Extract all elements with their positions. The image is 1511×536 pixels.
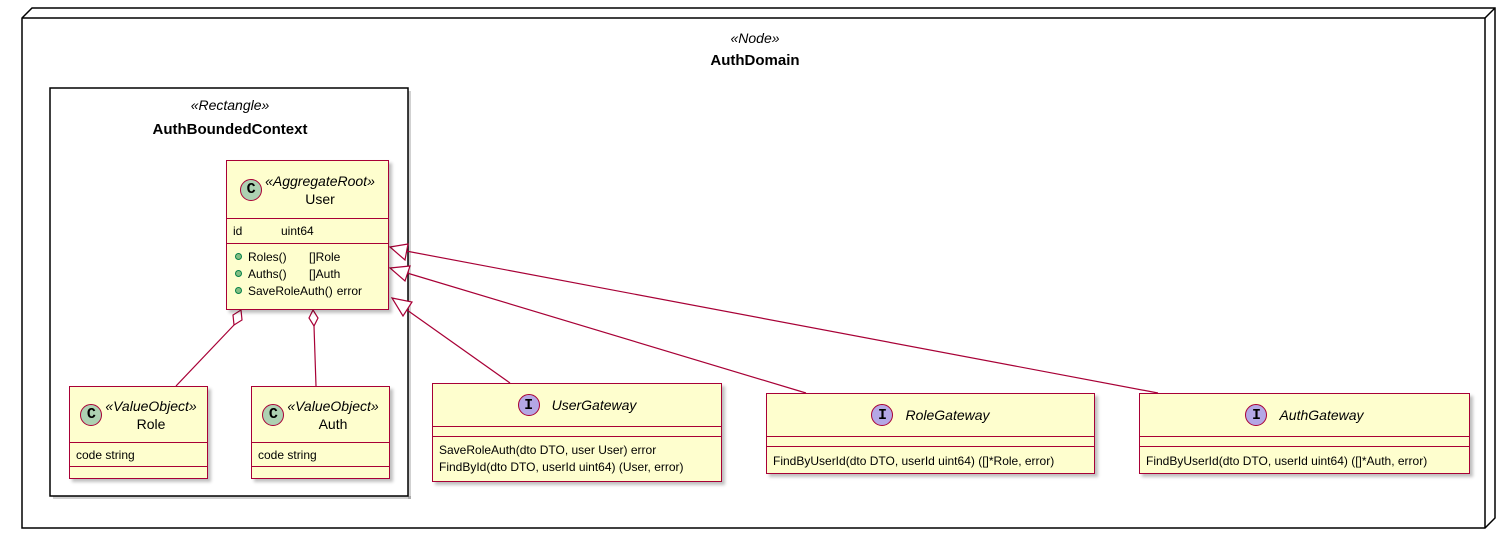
interface-authgateway-name: AuthGateway: [1279, 407, 1364, 423]
class-auth-fields: code string: [252, 442, 389, 466]
class-icon: C: [262, 403, 285, 426]
class-user[interactable]: C «AggregateRoot» User id uint64 Roles()…: [226, 160, 389, 310]
interface-authgateway-header: I AuthGateway: [1140, 394, 1469, 436]
class-role-name: Role: [136, 415, 166, 432]
class-icon: C: [240, 178, 263, 201]
class-icon: C: [80, 403, 103, 426]
realization-rolegateway: [388, 265, 807, 394]
method-row: Auths() []Auth: [235, 265, 388, 282]
interface-rolegateway-header: I RoleGateway: [767, 394, 1094, 436]
class-user-stereotype: «AggregateRoot»: [265, 172, 375, 189]
interface-authgateway[interactable]: I AuthGateway FindByUserId(dto DTO, user…: [1139, 393, 1470, 474]
interface-usergateway-fields: [433, 426, 721, 436]
interface-usergateway-name: UserGateway: [551, 397, 637, 413]
rectangle-title: AuthBoundedContext: [152, 121, 308, 138]
class-role-stereotype: «ValueObject»: [105, 397, 197, 414]
method-return: []Role: [309, 249, 341, 264]
method-return: []Auth: [309, 266, 341, 281]
field-code: code string: [258, 447, 317, 462]
realization-usergateway: [390, 297, 511, 384]
interface-authgateway-methods: FindByUserId(dto DTO, userId uint64) ([]…: [1140, 446, 1469, 469]
class-role[interactable]: C «ValueObject» Role code string: [69, 386, 208, 479]
class-auth[interactable]: C «ValueObject» Auth code string: [251, 386, 390, 479]
public-method-icon: [235, 270, 242, 277]
method-name: SaveRoleAuth(): [248, 283, 333, 298]
method-row: FindByUserId(dto DTO, userId uint64) ([]…: [1146, 453, 1428, 468]
rectangle-stereotype: «Rectangle»: [190, 97, 270, 113]
class-auth-methods: [252, 466, 389, 477]
node-stereotype: «Node»: [730, 30, 780, 46]
interface-rolegateway[interactable]: I RoleGateway FindByUserId(dto DTO, user…: [766, 393, 1095, 474]
aggregation-user-role: [175, 308, 243, 387]
method-name: Roles(): [248, 249, 287, 264]
class-user-header: C «AggregateRoot» User: [227, 161, 388, 218]
method-row: SaveRoleAuth(dto DTO, user User) error: [439, 442, 657, 457]
method-row: FindByUserId(dto DTO, userId uint64) ([]…: [773, 453, 1055, 468]
method-row: Roles() []Role: [235, 248, 388, 265]
realization-authgateway: [388, 243, 1159, 394]
method-return: error: [336, 283, 363, 298]
class-user-name: User: [305, 190, 335, 207]
aggregation-user-auth: [308, 308, 319, 387]
interface-rolegateway-methods: FindByUserId(dto DTO, userId uint64) ([]…: [767, 446, 1094, 469]
class-role-fields: code string: [70, 442, 207, 466]
field-code: code string: [76, 447, 135, 462]
interface-rolegateway-fields: [767, 436, 1094, 446]
interface-icon: I: [1245, 404, 1268, 426]
class-auth-header: C «ValueObject» Auth: [252, 387, 389, 442]
method-row: FindById(dto DTO, userId uint64) (User, …: [439, 459, 684, 474]
interface-icon: I: [517, 394, 540, 416]
interface-usergateway-methods: SaveRoleAuth(dto DTO, user User) error F…: [433, 436, 721, 475]
public-method-icon: [235, 253, 242, 260]
interface-icon: I: [871, 404, 894, 426]
class-user-methods: Roles() []Role Auths() []Auth SaveRoleAu…: [227, 243, 388, 299]
class-user-fields: id uint64: [227, 218, 388, 243]
field-name: id: [233, 223, 243, 238]
node-title: AuthDomain: [710, 52, 800, 69]
public-method-icon: [235, 287, 242, 294]
interface-usergateway[interactable]: I UserGateway SaveRoleAuth(dto DTO, user…: [432, 383, 722, 482]
field-type: uint64: [281, 223, 314, 238]
class-role-methods: [70, 466, 207, 477]
method-row: SaveRoleAuth() error: [235, 282, 388, 299]
interface-usergateway-header: I UserGateway: [433, 384, 721, 426]
class-auth-name: Auth: [318, 415, 348, 432]
class-role-header: C «ValueObject» Role: [70, 387, 207, 442]
interface-authgateway-fields: [1140, 436, 1469, 446]
interface-rolegateway-name: RoleGateway: [905, 407, 990, 423]
class-auth-stereotype: «ValueObject»: [287, 397, 379, 414]
method-name: Auths(): [248, 266, 287, 281]
